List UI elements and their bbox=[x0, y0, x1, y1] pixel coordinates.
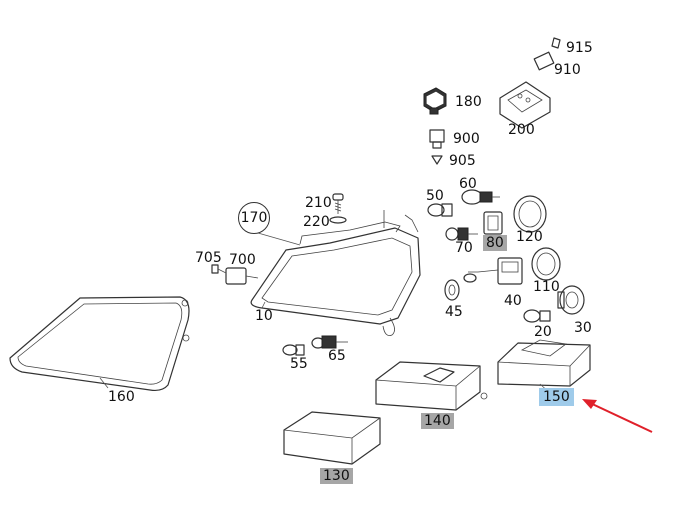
part-10-headlamp-housing bbox=[250, 210, 421, 336]
part-130-control-unit bbox=[283, 411, 381, 465]
callout-910: 910 bbox=[554, 62, 581, 78]
part-140-control-unit bbox=[375, 361, 488, 411]
part-70-bulb bbox=[445, 227, 478, 241]
callout-700: 700 bbox=[229, 252, 256, 268]
callout-110: 110 bbox=[533, 279, 560, 295]
callout-120: 120 bbox=[516, 229, 543, 245]
callout-20: 20 bbox=[534, 324, 552, 340]
callout-70: 70 bbox=[455, 240, 473, 256]
callout-160: 160 bbox=[108, 389, 135, 405]
red-arrow-icon bbox=[582, 399, 653, 433]
part-160-lens-frame bbox=[9, 296, 190, 392]
part-700-connector bbox=[211, 264, 259, 285]
callout-80: 80 bbox=[483, 235, 507, 251]
part-45-socket bbox=[444, 279, 460, 301]
callout-10: 10 bbox=[255, 308, 273, 324]
part-110-cover bbox=[531, 247, 561, 281]
part-180-module bbox=[423, 87, 447, 115]
callout-150[interactable]: 150 bbox=[539, 388, 574, 406]
part-210-screw bbox=[329, 193, 347, 224]
callout-170: 170 bbox=[238, 202, 270, 234]
callout-55: 55 bbox=[290, 356, 308, 372]
part-55-bulb bbox=[282, 344, 305, 356]
callout-180: 180 bbox=[455, 94, 482, 110]
callout-200: 200 bbox=[508, 122, 535, 138]
part-50-bulb bbox=[427, 203, 453, 217]
part-40-xenon-bulb bbox=[463, 257, 523, 285]
part-65-bulb-holder bbox=[311, 335, 348, 349]
part-150-ballast bbox=[497, 339, 591, 387]
callout-905: 905 bbox=[449, 153, 476, 169]
part-30-bulb bbox=[557, 285, 585, 315]
callout-900: 900 bbox=[453, 131, 480, 147]
part-80-holder bbox=[483, 211, 503, 235]
callout-220: 220 bbox=[303, 214, 330, 230]
callout-50: 50 bbox=[426, 188, 444, 204]
leader-lines bbox=[99, 232, 553, 396]
callout-130: 130 bbox=[320, 468, 353, 484]
callout-210: 210 bbox=[305, 195, 332, 211]
callout-60: 60 bbox=[459, 176, 477, 192]
part-900-sensor bbox=[429, 129, 445, 165]
callout-40: 40 bbox=[504, 293, 522, 309]
callout-30: 30 bbox=[574, 320, 592, 336]
callout-65: 65 bbox=[328, 348, 346, 364]
part-120-cap bbox=[513, 195, 547, 233]
callout-915: 915 bbox=[566, 40, 593, 56]
callout-140: 140 bbox=[421, 413, 454, 429]
callout-45: 45 bbox=[445, 304, 463, 320]
part-20-bulb bbox=[523, 309, 551, 323]
callout-705: 705 bbox=[195, 250, 222, 266]
part-60-bulb bbox=[461, 189, 500, 205]
part-200-ignitor bbox=[499, 37, 561, 129]
